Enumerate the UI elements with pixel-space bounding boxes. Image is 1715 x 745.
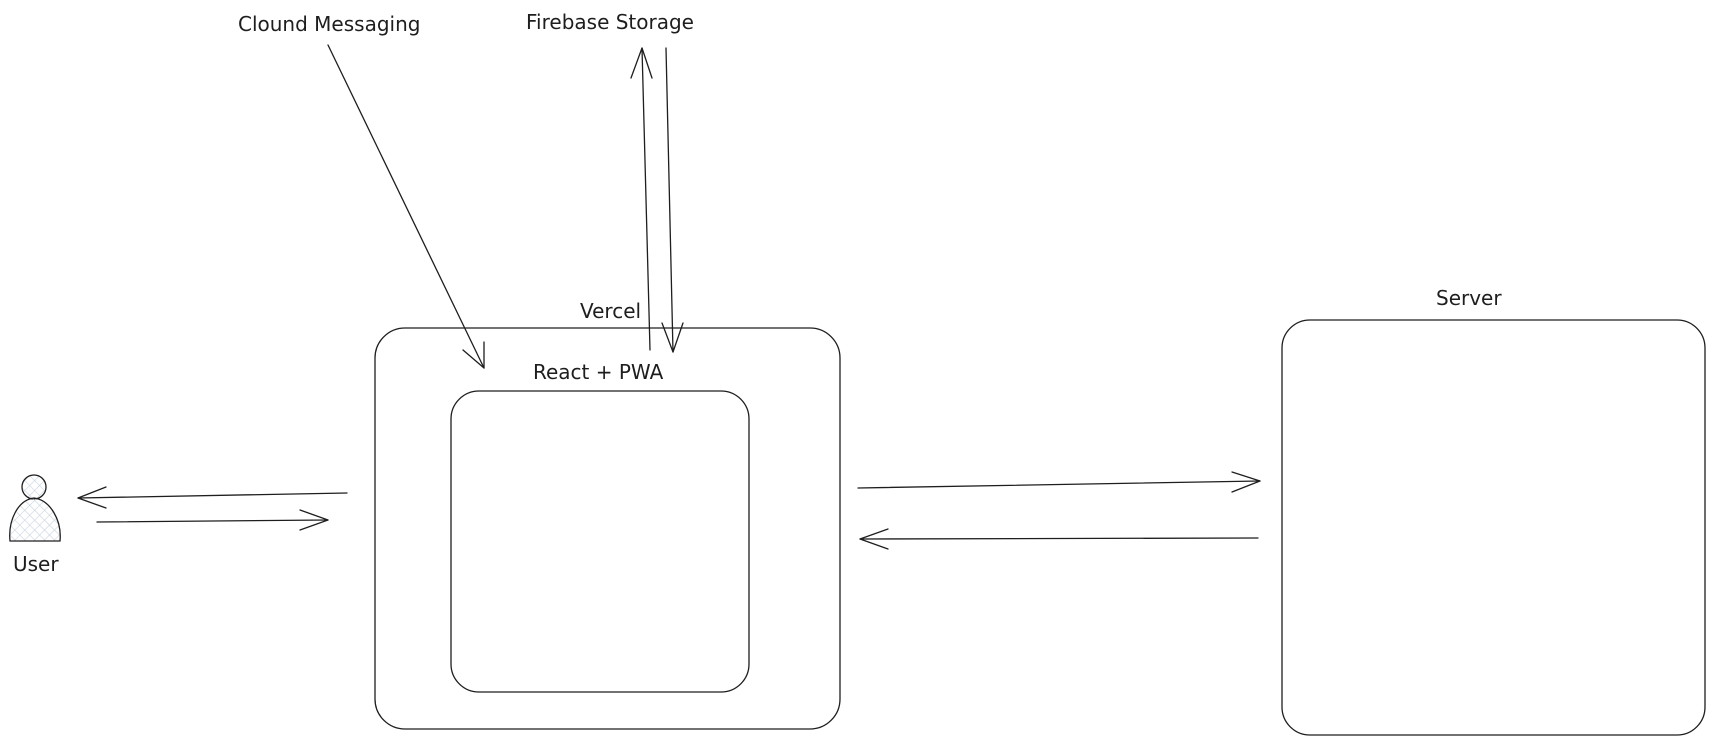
arrow-server-to-vercel [859,528,1259,550]
cloud-messaging-label: Clound Messaging [238,12,420,36]
user-head [21,474,47,500]
user-label: User [13,552,59,576]
server-label: Server [1436,286,1502,310]
vercel-container [374,327,841,730]
server-container [1281,319,1706,736]
arrow-app-to-firebase [630,47,653,351]
arrow-cloud-messaging-to-app [327,44,485,369]
user-torso [9,497,61,542]
react-pwa-container [450,390,750,693]
arrow-vercel-to-server [857,471,1261,493]
arrow-firebase-to-app [661,47,684,353]
firebase-storage-label: Firebase Storage [526,10,694,34]
react-pwa-label: React + PWA [533,360,664,384]
user-icon [9,474,61,542]
vercel-label: Vercel [580,299,641,323]
arrow-vercel-to-user [77,486,348,509]
arrow-user-to-vercel [96,509,329,531]
